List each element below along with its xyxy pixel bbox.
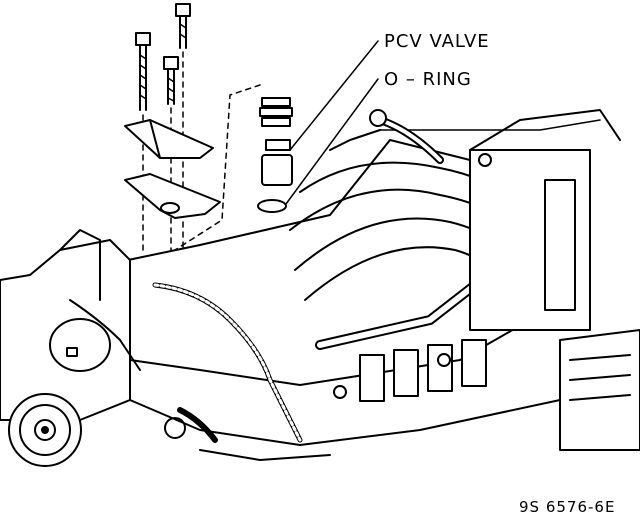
bracket-upper [124, 119, 214, 159]
engine-lower [129, 329, 640, 461]
bolt-right [175, 3, 191, 263]
o-ring-part [257, 199, 287, 213]
pcv-valve-label: PCV VALVE [384, 31, 490, 52]
figure-id: 9S 6576-6E [519, 498, 616, 516]
engine-block-left [0, 229, 303, 443]
bolt-center [163, 56, 179, 263]
pcv-valve-part [259, 97, 293, 186]
breather-hose [369, 109, 444, 164]
fuel-injectors [333, 339, 487, 402]
o-ring-label: O – RING [384, 69, 472, 90]
throttle-body [469, 109, 621, 331]
pulley [8, 393, 82, 467]
bracket-lower [124, 173, 221, 219]
